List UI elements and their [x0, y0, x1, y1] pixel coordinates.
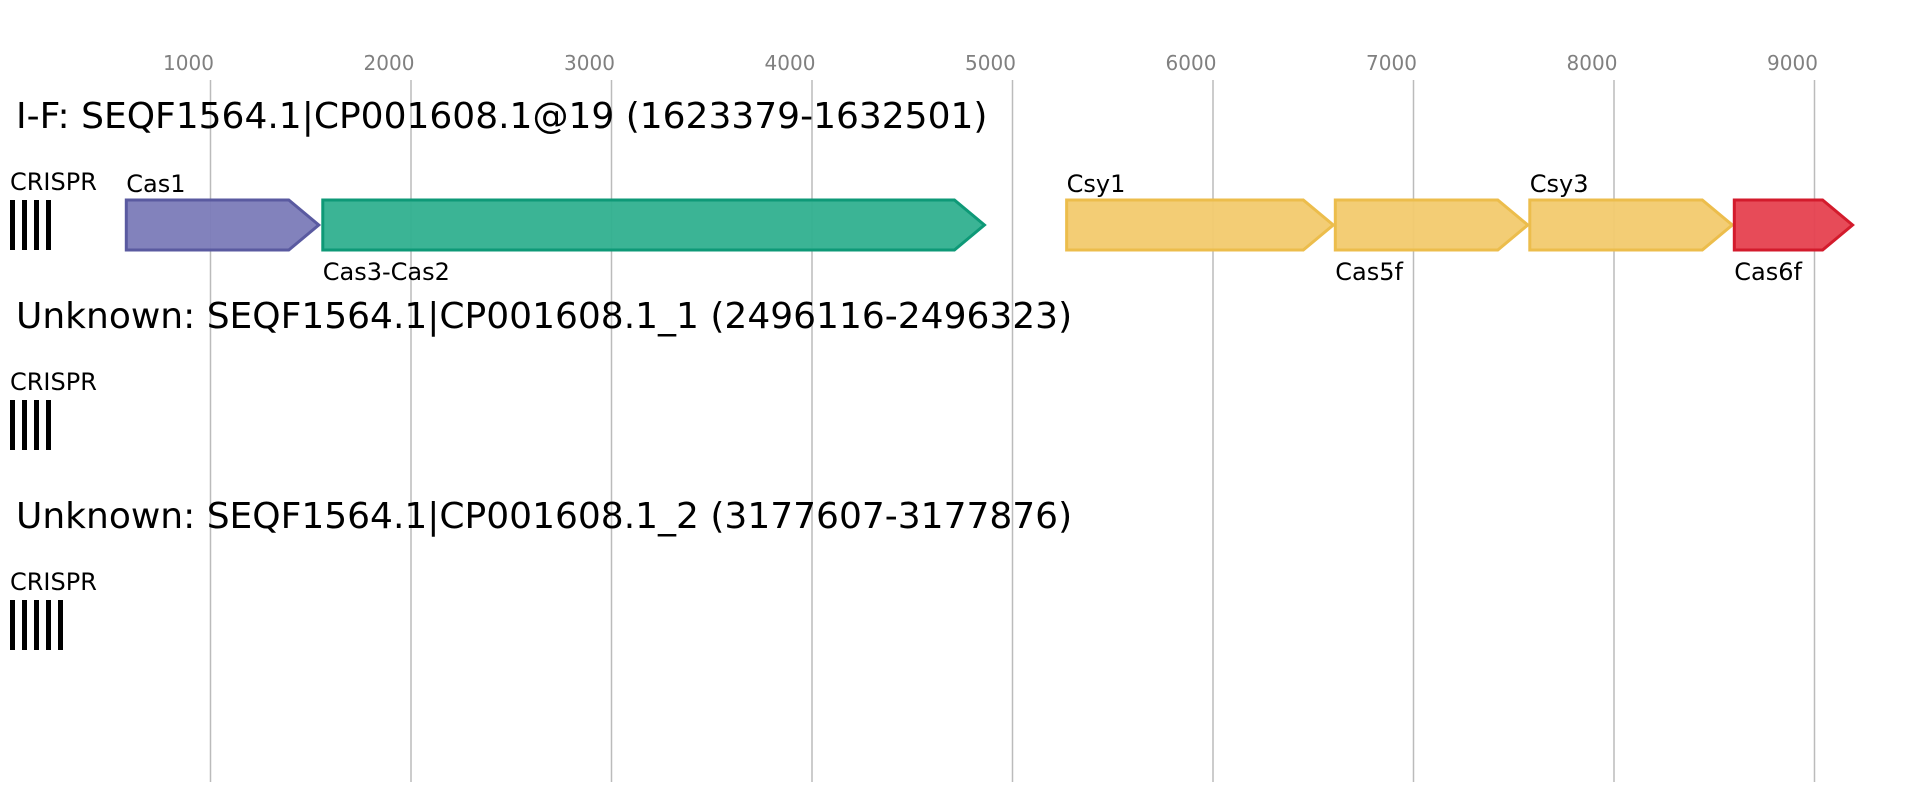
crispr-repeat-bar: [10, 400, 15, 450]
axis-tick-label: 6000: [1166, 51, 1217, 75]
gene-label: Cas1: [126, 170, 185, 198]
axis-tick-label: 5000: [965, 51, 1016, 75]
track-title: Unknown: SEQF1564.1|CP001608.1_1 (249611…: [16, 296, 1072, 337]
tracks: I-F: SEQF1564.1|CP001608.1@19 (1623379-1…: [10, 96, 1855, 650]
crispr-repeat-bar: [22, 200, 27, 250]
gene-label: Csy3: [1530, 170, 1589, 198]
axis-tick-label: 2000: [364, 51, 415, 75]
grid-lines: [209, 80, 1816, 782]
axis-ticks: 1000 2000 3000 4000 5000 6000 7000 8000 9000: [163, 51, 1818, 75]
crispr-repeat-bar: [22, 400, 27, 450]
crispr-repeat-bar: [58, 600, 63, 650]
gene-label: Cas5f: [1335, 258, 1403, 286]
axis-tick-label: 3000: [564, 51, 615, 75]
track-title: Unknown: SEQF1564.1|CP001608.1_2 (317760…: [16, 496, 1072, 537]
gene-arrow-cas1: [124, 198, 322, 252]
axis-tick-label: 1000: [163, 51, 214, 75]
crispr-repeat-bar: [46, 400, 51, 450]
gene-arrow-cas3-cas2: [321, 198, 987, 252]
gene-arrow-csy1: [1065, 198, 1336, 252]
crispr-repeat-bar: [46, 200, 51, 250]
crispr-repeat-bar: [22, 600, 27, 650]
axis-tick-label: 7000: [1366, 51, 1417, 75]
axis-tick-label: 8000: [1567, 51, 1618, 75]
crispr-repeat-bar: [46, 600, 51, 650]
gene-arrow-cas6f: [1732, 198, 1855, 252]
track: I-F: SEQF1564.1|CP001608.1@19 (1623379-1…: [10, 96, 1855, 286]
gene-label: Csy1: [1067, 170, 1126, 198]
crispr-repeat-bar: [34, 400, 39, 450]
gene-label: Cas6f: [1734, 258, 1802, 286]
gene-label: Cas3-Cas2: [323, 258, 450, 286]
axis-tick-label: 9000: [1767, 51, 1818, 75]
track: Unknown: SEQF1564.1|CP001608.1_2 (317760…: [10, 496, 1072, 650]
crispr-label: CRISPR: [10, 568, 97, 596]
crispr-repeat-bar: [34, 600, 39, 650]
gene-arrow-csy3: [1528, 198, 1735, 252]
crispr-repeat-bar: [10, 200, 15, 250]
crispr-repeat-bar: [10, 600, 15, 650]
crispr-repeat-bar: [34, 200, 39, 250]
crispr-label: CRISPR: [10, 368, 97, 396]
track: Unknown: SEQF1564.1|CP001608.1_1 (249611…: [10, 296, 1072, 450]
crispr-label: CRISPR: [10, 168, 97, 196]
gene-arrow-cas5f: [1333, 198, 1531, 252]
track-title: I-F: SEQF1564.1|CP001608.1@19 (1623379-1…: [16, 96, 987, 137]
axis-tick-label: 4000: [765, 51, 816, 75]
